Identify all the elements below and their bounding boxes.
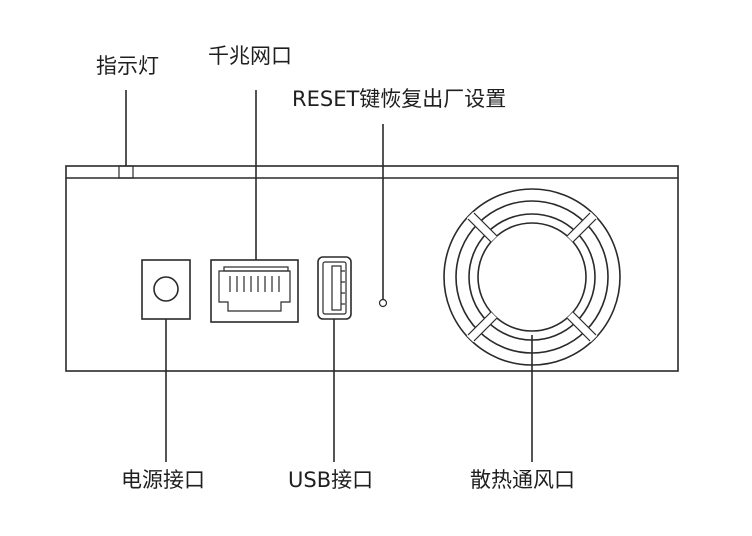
gigabit-port-label: 千兆网口 — [208, 44, 292, 68]
fan-vent-spokes — [466, 211, 598, 343]
indicator-light — [118, 165, 134, 179]
power-port-label: 电源接口 — [121, 468, 205, 492]
reset-pinhole — [378, 298, 388, 308]
reset-label: RESET键恢复出厂设置 — [292, 87, 507, 111]
ethernet-pins — [229, 276, 280, 292]
vent-label: 散热通风口 — [470, 468, 575, 492]
power-jack — [141, 259, 191, 320]
device-body — [65, 165, 679, 372]
ethernet-port — [210, 259, 299, 323]
indicator-label: 指示灯 — [96, 54, 159, 78]
usb-port — [317, 256, 352, 320]
usb-port-label: USB接口 — [288, 468, 374, 492]
fan-vent — [443, 188, 621, 366]
